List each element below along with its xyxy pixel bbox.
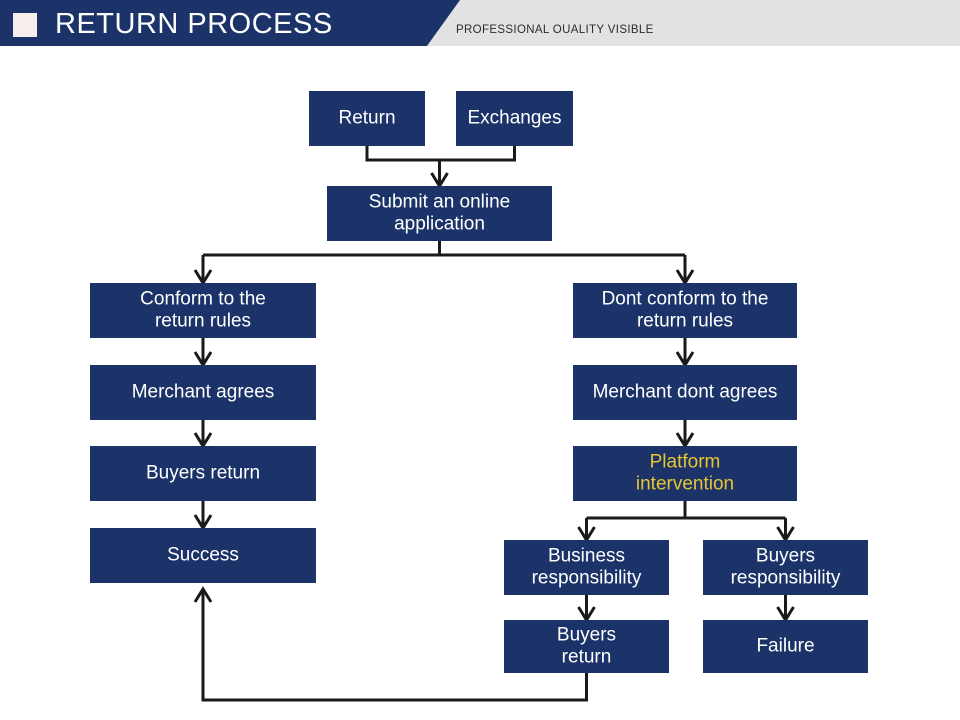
header-blue-banner	[0, 0, 460, 48]
node-label: Success	[167, 545, 239, 566]
node-box	[309, 91, 425, 146]
node-box	[456, 91, 573, 146]
node-label: responsibility	[532, 568, 642, 589]
node-box	[327, 186, 552, 241]
node-box	[90, 365, 316, 420]
node-label: Platform	[650, 452, 721, 473]
arrow-head	[193, 586, 213, 603]
flow-node-buyers-return-left[interactable]: Buyers return	[90, 446, 316, 501]
flow-node-merchant-agrees[interactable]: Merchant agrees	[90, 365, 316, 420]
node-box	[573, 283, 797, 338]
node-label: Submit an online	[369, 192, 511, 213]
node-box	[573, 365, 797, 420]
node-label: Failure	[756, 636, 814, 657]
node-box	[504, 620, 669, 673]
node-label: Conform to the	[140, 289, 266, 310]
node-label: Merchant agrees	[132, 382, 275, 403]
node-box	[504, 540, 669, 595]
node-box	[90, 528, 316, 583]
node-box	[573, 446, 797, 501]
square-icon	[13, 13, 37, 37]
node-box	[703, 540, 868, 595]
node-box	[90, 446, 316, 501]
flow-node-failure[interactable]: Failure	[703, 620, 868, 673]
node-box	[703, 620, 868, 673]
flow-node-success[interactable]: Success	[90, 528, 316, 583]
node-label: Buyers return	[146, 463, 260, 484]
connector-feedback-loop	[201, 591, 588, 702]
flow-node-exchanges[interactable]: Exchanges	[456, 91, 573, 146]
node-label: return rules	[637, 311, 733, 332]
connector-merge-top	[365, 146, 516, 162]
header-subtitle: PROFESSIONAL OUALITY VISIBLE	[456, 24, 654, 36]
page-header: RETURN PROCESS PROFESSIONAL OUALITY VISI…	[0, 0, 960, 48]
node-label: intervention	[636, 474, 734, 495]
node-label: return	[562, 647, 612, 668]
node-label: Merchant dont agrees	[593, 382, 778, 403]
node-box	[90, 283, 316, 338]
node-label: return rules	[155, 311, 251, 332]
flow-node-merchant-dont[interactable]: Merchant dont agrees	[573, 365, 797, 420]
node-label: Dont conform to the	[602, 289, 769, 310]
node-label: application	[394, 214, 485, 235]
node-label: Buyers	[557, 625, 616, 646]
node-label: Return	[338, 108, 395, 129]
flow-node-return[interactable]: Return	[309, 91, 425, 146]
page-title: RETURN PROCESS	[55, 8, 333, 40]
node-label: responsibility	[731, 568, 841, 589]
node-label: Business	[548, 546, 625, 567]
node-label: Buyers	[756, 546, 815, 567]
header-divider	[0, 46, 960, 48]
node-label: Exchanges	[467, 108, 561, 129]
